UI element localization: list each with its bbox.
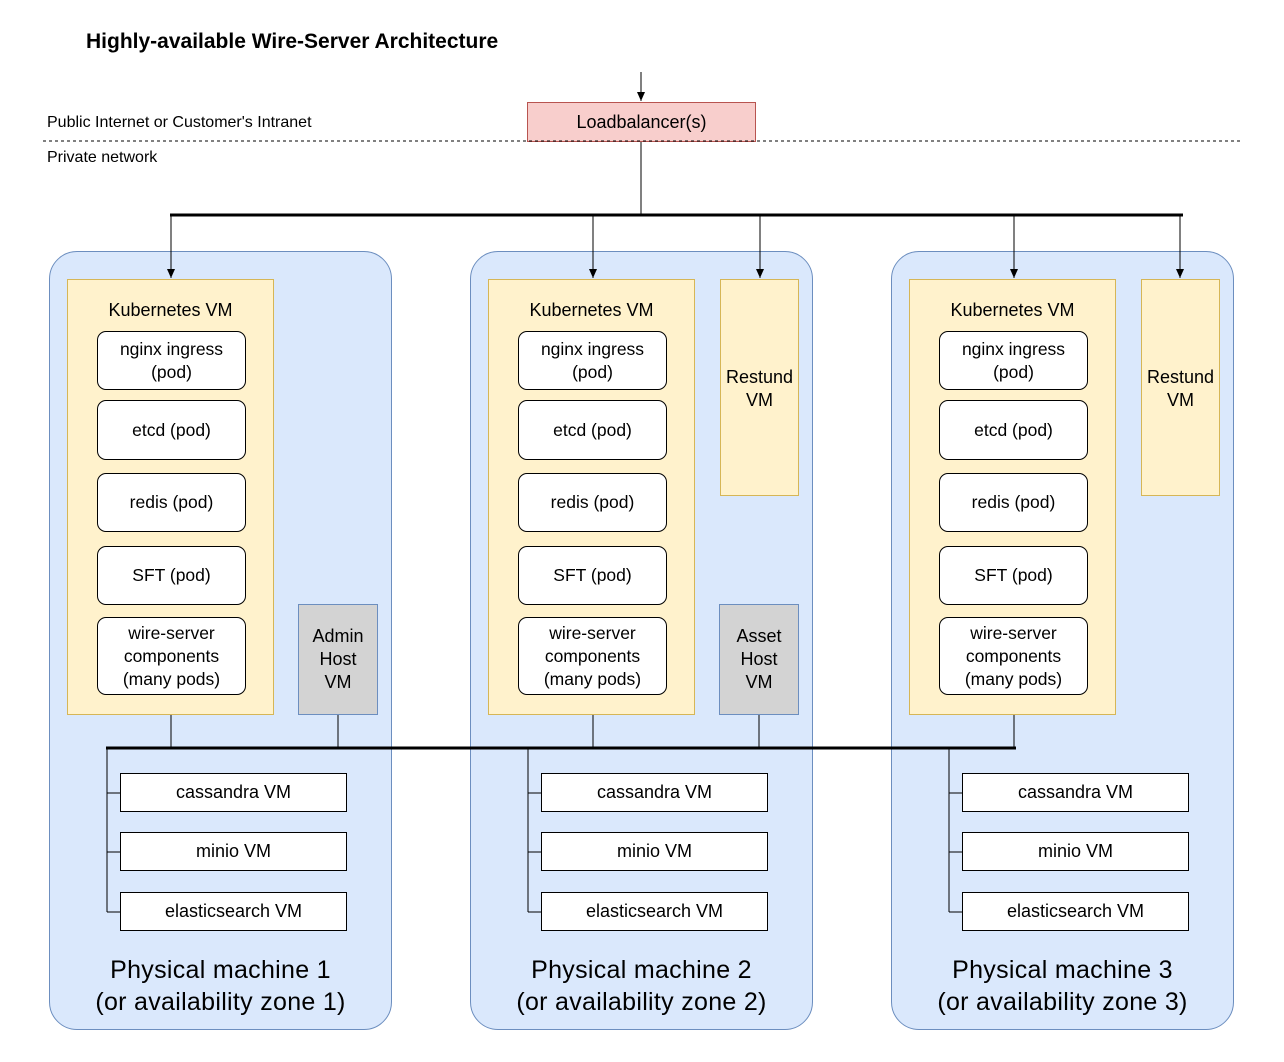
cassandra-vm: cassandra VM <box>120 773 347 812</box>
pod-wire-server-components: wire-server components (many pods) <box>939 617 1088 695</box>
minio-vm: minio VM <box>541 832 768 871</box>
kubernetes-vm-title: Kubernetes VM <box>950 300 1075 320</box>
asset-host-vm: Asset Host VM <box>719 604 799 715</box>
kubernetes-vm-title: Kubernetes VM <box>108 300 233 320</box>
restund-vm: Restund VM <box>720 279 799 496</box>
pod-redis: redis (pod) <box>97 473 246 532</box>
elasticsearch-vm: elasticsearch VM <box>541 892 768 931</box>
cassandra-vm: cassandra VM <box>962 773 1189 812</box>
pod-sft: SFT (pod) <box>518 546 667 605</box>
diagram-title: Highly-available Wire-Server Architectur… <box>86 30 499 53</box>
pod-nginx-ingress: nginx ingress (pod) <box>939 331 1088 390</box>
elasticsearch-vm: elasticsearch VM <box>120 892 347 931</box>
elasticsearch-vm: elasticsearch VM <box>962 892 1189 931</box>
restund-vm: Restund VM <box>1141 279 1220 496</box>
minio-vm: minio VM <box>962 832 1189 871</box>
kubernetes-vm-title: Kubernetes VM <box>529 300 654 320</box>
pod-etcd: etcd (pod) <box>518 400 667 460</box>
admin-host-vm: Admin Host VM <box>298 604 378 715</box>
machine-title-line2: (or availability zone 2) <box>516 988 767 1016</box>
pod-sft: SFT (pod) <box>939 546 1088 605</box>
pod-etcd: etcd (pod) <box>97 400 246 460</box>
pod-wire-server-components: wire-server components (many pods) <box>518 617 667 695</box>
machine-title-3: Physical machine 3 (or availability zone… <box>891 954 1234 1018</box>
machine-title-line1: Physical machine 3 <box>952 956 1173 984</box>
pod-sft: SFT (pod) <box>97 546 246 605</box>
pod-wire-server-components: wire-server components (many pods) <box>97 617 246 695</box>
machine-title-2: Physical machine 2 (or availability zone… <box>470 954 813 1018</box>
private-network-label: Private network <box>47 149 158 166</box>
pod-nginx-ingress: nginx ingress (pod) <box>518 331 667 390</box>
pod-redis: redis (pod) <box>518 473 667 532</box>
pod-etcd: etcd (pod) <box>939 400 1088 460</box>
public-network-label: Public Internet or Customer's Intranet <box>47 114 312 131</box>
machine-title-line1: Physical machine 1 <box>110 956 331 984</box>
minio-vm: minio VM <box>120 832 347 871</box>
machine-title-line2: (or availability zone 3) <box>937 988 1188 1016</box>
machine-title-line1: Physical machine 2 <box>531 956 752 984</box>
machine-title-line2: (or availability zone 1) <box>95 988 346 1016</box>
pod-nginx-ingress: nginx ingress (pod) <box>97 331 246 390</box>
loadbalancer-box: Loadbalancer(s) <box>527 102 756 142</box>
machine-title-1: Physical machine 1 (or availability zone… <box>49 954 392 1018</box>
cassandra-vm: cassandra VM <box>541 773 768 812</box>
pod-redis: redis (pod) <box>939 473 1088 532</box>
